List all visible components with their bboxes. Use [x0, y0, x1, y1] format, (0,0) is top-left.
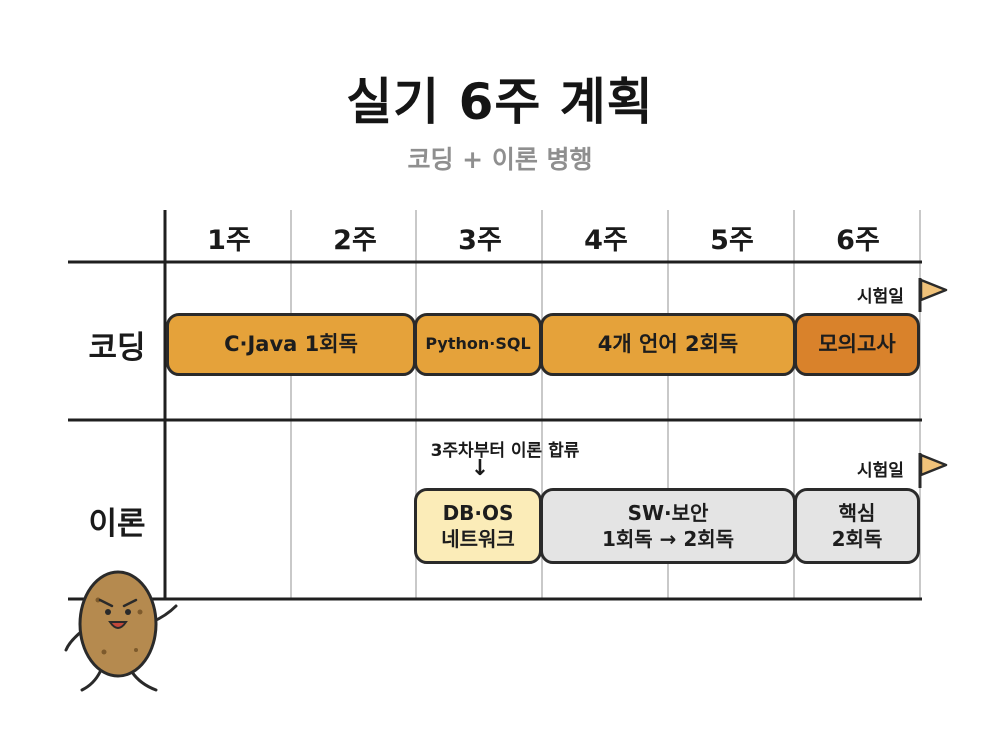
coding-bar-c-java: C·Java 1회독: [166, 313, 416, 376]
bar-label-line1: DB·OS: [442, 501, 514, 525]
bar-label-line2: 네트워크: [441, 527, 515, 551]
week-header-6: 6주: [836, 225, 880, 256]
theory-bar-sw-security: SW·보안 1회독 → 2회독: [540, 488, 796, 564]
potato-mascot-icon: [64, 570, 178, 692]
arrow-down-icon: ↓: [470, 456, 490, 481]
week-header-5: 5주: [710, 225, 754, 256]
row-label-coding: 코딩: [88, 330, 146, 366]
theory-bar-db-os-network: DB·OS 네트워크: [414, 488, 542, 564]
week-header-3: 3주: [458, 225, 502, 256]
week-header-1: 1주: [207, 225, 251, 256]
week-header-2: 2주: [333, 225, 377, 256]
week-grid-lines: [290, 210, 921, 600]
bar-label-line2: 1회독 → 2회독: [601, 527, 735, 551]
bar-label-line1: 핵심: [838, 501, 876, 525]
coding-bar-python-sql: Python·SQL: [414, 313, 542, 376]
page-title: 실기 6주 계획: [346, 73, 654, 131]
exam-day-label: 시험일: [857, 287, 904, 307]
theory-bar-core-review: 핵심 2회독: [794, 488, 920, 564]
theory-start-note: 3주차부터 이론 합류: [430, 441, 580, 461]
page-subtitle: 코딩 + 이론 병행: [407, 145, 593, 174]
bar-label-line1: SW·보안: [627, 501, 709, 525]
bar-label: 4개 언어 2회독: [597, 331, 739, 356]
flag-icon: [918, 453, 948, 488]
week-header-4: 4주: [584, 225, 628, 256]
coding-bar-four-languages: 4개 언어 2회독: [540, 313, 796, 376]
bar-label-line2: 2회독: [831, 527, 883, 551]
exam-day-label: 시험일: [857, 461, 904, 481]
bar-label: C·Java 1회독: [224, 331, 358, 356]
coding-bar-mock-exam: 모의고사: [794, 313, 920, 376]
bar-label: 모의고사: [818, 331, 896, 356]
row-label-theory: 이론: [88, 506, 146, 542]
flag-icon: [918, 278, 948, 312]
bar-label: Python·SQL: [425, 334, 531, 354]
